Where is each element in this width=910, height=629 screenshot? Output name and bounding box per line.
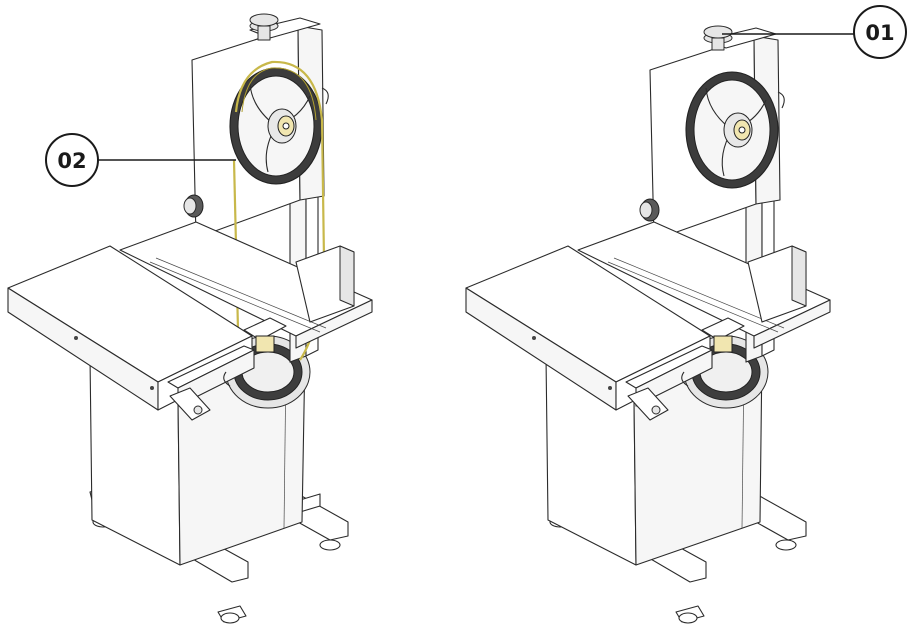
extension-left [7, 245, 255, 421]
callout-01: 01 [722, 5, 907, 59]
callout-label: 02 [57, 149, 86, 173]
bandsaw-left [7, 13, 373, 624]
blade-guide-left [223, 317, 287, 387]
callout-02: 02 [45, 133, 236, 187]
tension-knob [703, 25, 733, 51]
upper-wheel-left [229, 67, 323, 185]
callout-label: 01 [865, 21, 894, 45]
bandsaw-right [465, 25, 831, 624]
blade-guide-right [681, 317, 745, 387]
callout-circle [45, 133, 99, 187]
table-left [119, 221, 373, 349]
extension-right [465, 245, 713, 421]
table-right [577, 221, 831, 349]
upper-wheel-right [685, 71, 779, 189]
callout-circle [853, 5, 907, 59]
